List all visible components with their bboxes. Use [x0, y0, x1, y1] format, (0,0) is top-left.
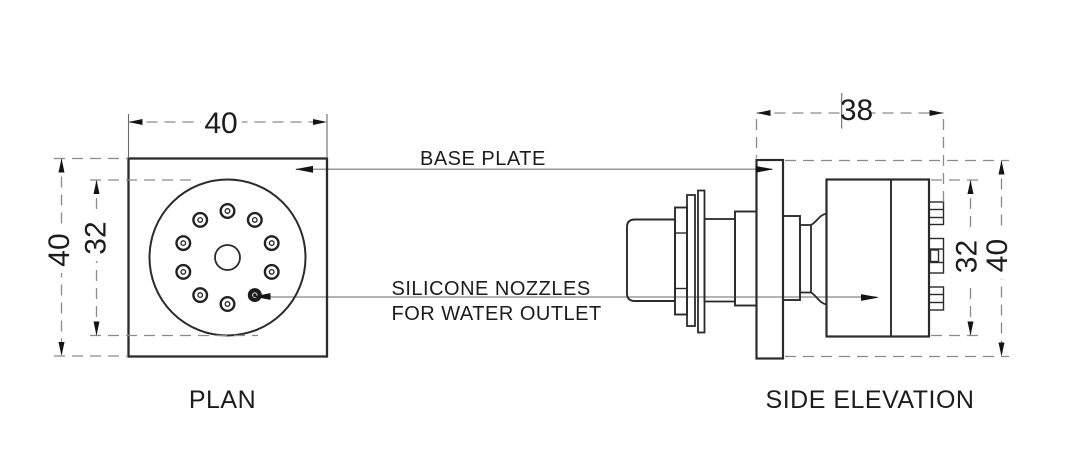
arrowheads [58, 110, 1005, 357]
plan-view-title: PLAN [189, 386, 256, 414]
side-plate-dim-text: 40 [981, 239, 1014, 272]
leader-lines [254, 168, 877, 298]
arrow-down-icon [93, 321, 100, 336]
nozzle-icon [219, 296, 236, 313]
side-collar-front [782, 215, 801, 301]
side-head-dim-text: 32 [951, 240, 984, 273]
nozzle-icon-highlighted [247, 288, 262, 303]
nozzles-callout-line2: FOR WATER OUTLET [392, 303, 602, 325]
plan-circle-dim-text: 32 [80, 221, 113, 254]
plan-base-plate-square [127, 157, 329, 358]
nozzle-icon [219, 202, 236, 219]
dimension-text-masks [44, 96, 1009, 284]
side-washer-plate-2 [697, 189, 706, 334]
nozzle-icon [192, 287, 209, 304]
leader-arrow-left-icon [252, 293, 271, 300]
side-inlet-pipe [626, 218, 676, 302]
arrow-up-icon [967, 180, 974, 194]
arrow-left-icon [128, 119, 143, 125]
arrow-right-icon [313, 119, 327, 125]
nozzle-icon [192, 211, 209, 228]
nozzle-bump-top [928, 201, 945, 226]
arrow-up-icon [58, 158, 65, 173]
plan-width-dim-text: 40 [204, 107, 237, 140]
side-head-body [825, 178, 931, 338]
nozzle-icon [246, 211, 263, 228]
plan-center-hole [214, 244, 241, 271]
nozzle-bump-middle [928, 237, 945, 274]
arrow-left-icon [756, 110, 771, 116]
arrow-down-icon [967, 321, 974, 336]
nozzle-icon [175, 263, 192, 280]
arrow-down-icon [998, 342, 1005, 357]
side-flare-cone [810, 212, 827, 306]
nozzle-bump-center-tip [929, 249, 940, 263]
arrow-down-icon [58, 342, 65, 356]
leader-arrow-right-icon [861, 294, 879, 301]
nozzle-bump-bottom [928, 286, 945, 311]
leader-arrow-left-icon [295, 165, 313, 173]
nozzle-icon [263, 263, 280, 280]
leader-arrow-right-icon [755, 165, 774, 173]
arrow-up-icon [998, 160, 1005, 175]
plan-nozzles [175, 202, 280, 313]
plan-view [127, 157, 329, 358]
side-base-plate [755, 158, 785, 360]
nozzle-icon [263, 235, 280, 252]
plan-head-circle [148, 178, 307, 337]
arrow-up-icon [93, 180, 100, 194]
arrow-right-icon [929, 110, 944, 116]
nozzle-icon [175, 235, 192, 252]
side-body-cylinder [703, 218, 736, 303]
side-collar-rear [734, 210, 758, 307]
base-plate-callout: BASE PLATE [420, 148, 546, 170]
plan-height-dim-text: 40 [43, 233, 76, 266]
drawing-text: 40 40 32 38 32 40 BASE PLATE SILICONE NO… [43, 94, 1014, 414]
side-nozzle-bumps [928, 201, 945, 311]
side-elevation-title: SIDE ELEVATION [766, 386, 975, 414]
side-hex-nut [674, 206, 688, 316]
side-neck [799, 224, 812, 294]
side-washer-plate-1 [686, 194, 696, 327]
side-depth-dim-text: 38 [840, 94, 873, 127]
side-elevation-view [626, 158, 945, 360]
nozzles-callout-line1: SILICONE NOZZLES [392, 278, 591, 300]
